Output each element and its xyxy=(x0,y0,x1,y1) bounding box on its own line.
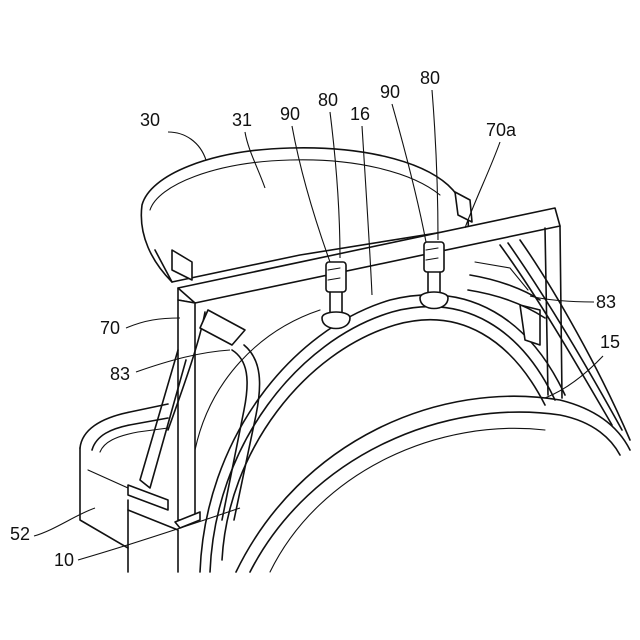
label-52: 52 xyxy=(10,524,30,544)
label-83-left: 83 xyxy=(110,364,130,384)
label-30: 30 xyxy=(140,110,160,130)
label-15: 15 xyxy=(600,332,620,352)
label-90-left: 90 xyxy=(280,104,300,124)
label-70a: 70a xyxy=(486,120,517,140)
label-31: 31 xyxy=(232,110,252,130)
label-90-right: 90 xyxy=(380,82,400,102)
label-80-left: 80 xyxy=(318,90,338,110)
label-70: 70 xyxy=(100,318,120,338)
label-80-right: 80 xyxy=(420,68,440,88)
drum-shell xyxy=(236,396,630,572)
label-10: 10 xyxy=(54,550,74,570)
label-83-right: 83 xyxy=(596,292,616,312)
right-hanger xyxy=(420,242,448,309)
left-hanger xyxy=(322,262,350,329)
label-16: 16 xyxy=(350,104,370,124)
front-opening-rings xyxy=(195,295,565,572)
hose-left xyxy=(222,345,260,520)
